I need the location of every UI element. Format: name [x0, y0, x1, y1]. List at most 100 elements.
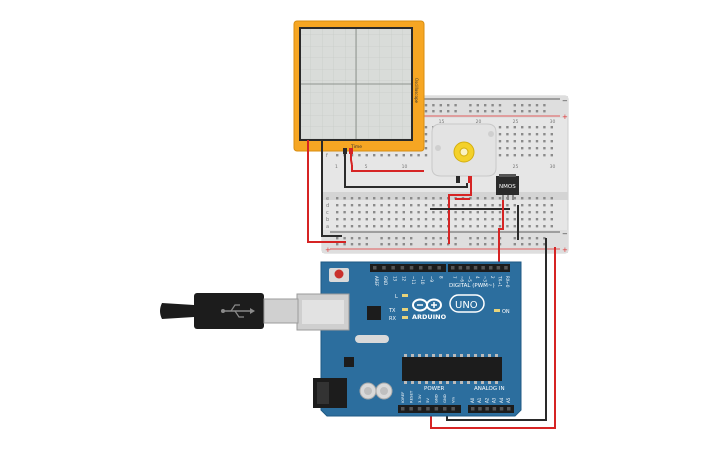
breadboard-hole[interactable]	[336, 204, 339, 207]
rail-hole[interactable]	[491, 243, 494, 246]
header-pin[interactable]	[478, 407, 482, 411]
breadboard-hole[interactable]	[410, 218, 413, 221]
rail-hole[interactable]	[402, 243, 405, 246]
breadboard-hole[interactable]	[350, 225, 354, 228]
breadboard-hole[interactable]	[513, 126, 516, 129]
rail-hole[interactable]	[432, 237, 435, 240]
probe-terminal-negative[interactable]	[343, 148, 347, 154]
rail-hole[interactable]	[513, 237, 516, 240]
breadboard-hole[interactable]	[469, 211, 472, 214]
header-pin[interactable]	[409, 407, 413, 411]
header-pin[interactable]	[417, 407, 422, 411]
rail-hole[interactable]	[343, 243, 346, 246]
rail-hole[interactable]	[535, 110, 539, 113]
breadboard-hole[interactable]	[498, 197, 502, 200]
rail-hole[interactable]	[439, 243, 442, 246]
header-pin[interactable]	[496, 266, 501, 270]
rail-hole[interactable]	[358, 237, 361, 240]
breadboard-hole[interactable]	[410, 204, 413, 207]
breadboard-hole[interactable]	[380, 218, 383, 221]
breadboard-hole[interactable]	[336, 218, 339, 221]
rail-hole[interactable]	[432, 110, 435, 113]
breadboard-hole[interactable]	[424, 133, 428, 136]
rail-hole[interactable]	[521, 110, 524, 113]
breadboard-hole[interactable]	[550, 218, 553, 221]
breadboard-hole[interactable]	[513, 211, 516, 214]
rail-hole[interactable]	[365, 243, 368, 246]
breadboard-hole[interactable]	[380, 225, 383, 228]
breadboard-hole[interactable]	[506, 218, 509, 221]
breadboard-hole[interactable]	[521, 197, 524, 200]
rail-hole[interactable]	[380, 243, 383, 246]
header-pin[interactable]	[451, 407, 455, 411]
breadboard-hole[interactable]	[387, 154, 391, 157]
oscilloscope[interactable]: Oscilloscope Time	[293, 20, 425, 154]
breadboard-hole[interactable]	[343, 204, 346, 207]
breadboard-hole[interactable]	[432, 225, 435, 228]
breadboard-hole[interactable]	[454, 204, 457, 207]
breadboard-hole[interactable]	[476, 218, 479, 221]
breadboard-hole[interactable]	[484, 211, 487, 214]
rail-hole[interactable]	[469, 237, 472, 240]
breadboard-hole[interactable]	[513, 154, 516, 157]
header-pin[interactable]	[481, 266, 485, 270]
breadboard-hole[interactable]	[439, 225, 442, 228]
rail-hole[interactable]	[535, 104, 539, 107]
wire-scope-left-red[interactable]	[307, 140, 346, 243]
header-pin[interactable]	[471, 407, 475, 411]
breadboard-hole[interactable]	[358, 154, 361, 157]
header-pin[interactable]	[409, 266, 414, 270]
breadboard-hole[interactable]	[387, 218, 391, 221]
breadboard-hole[interactable]	[528, 147, 531, 150]
breadboard-hole[interactable]	[439, 211, 442, 214]
breadboard-hole[interactable]	[491, 211, 494, 214]
rail-hole[interactable]	[387, 243, 391, 246]
breadboard-hole[interactable]	[521, 211, 524, 214]
breadboard-hole[interactable]	[506, 225, 509, 228]
breadboard-hole[interactable]	[432, 211, 435, 214]
breadboard-hole[interactable]	[432, 218, 435, 221]
rail-hole[interactable]	[336, 237, 339, 240]
breadboard-hole[interactable]	[402, 154, 405, 157]
breadboard-hole[interactable]	[424, 154, 428, 157]
wire-scope-left-black[interactable]	[321, 141, 342, 237]
breadboard-hole[interactable]	[513, 218, 516, 221]
breadboard-hole[interactable]	[521, 225, 524, 228]
breadboard-hole[interactable]	[365, 154, 368, 157]
breadboard-hole[interactable]	[528, 140, 531, 143]
rail-hole[interactable]	[343, 237, 346, 240]
breadboard-hole[interactable]	[387, 197, 391, 200]
breadboard-hole[interactable]	[336, 197, 339, 200]
breadboard-hole[interactable]	[506, 147, 509, 150]
breadboard-hole[interactable]	[358, 218, 361, 221]
breadboard-hole[interactable]	[550, 225, 553, 228]
breadboard-hole[interactable]	[350, 197, 354, 200]
breadboard-hole[interactable]	[528, 133, 531, 136]
breadboard-hole[interactable]	[373, 218, 376, 221]
breadboard-hole[interactable]	[543, 197, 546, 200]
rail-hole[interactable]	[454, 110, 457, 113]
breadboard-hole[interactable]	[550, 140, 553, 143]
breadboard-hole[interactable]	[506, 204, 509, 207]
header-pin[interactable]	[485, 407, 489, 411]
breadboard-hole[interactable]	[343, 218, 346, 221]
breadboard-hole[interactable]	[358, 225, 361, 228]
breadboard-hole[interactable]	[424, 126, 428, 129]
breadboard-hole[interactable]	[521, 218, 524, 221]
rail-hole[interactable]	[447, 104, 450, 107]
usb-cable[interactable]	[160, 293, 299, 329]
header-pin[interactable]	[401, 407, 405, 411]
rail-hole[interactable]	[543, 110, 546, 113]
breadboard-hole[interactable]	[358, 204, 361, 207]
rail-hole[interactable]	[484, 243, 487, 246]
rail-hole[interactable]	[424, 110, 428, 113]
breadboard-hole[interactable]	[343, 225, 346, 228]
breadboard-hole[interactable]	[373, 154, 376, 157]
breadboard-hole[interactable]	[387, 225, 391, 228]
breadboard-hole[interactable]	[439, 204, 442, 207]
breadboard-hole[interactable]	[350, 218, 354, 221]
breadboard-hole[interactable]	[395, 197, 398, 200]
breadboard-hole[interactable]	[513, 204, 516, 207]
rail-hole[interactable]	[528, 110, 531, 113]
breadboard-hole[interactable]	[417, 218, 420, 221]
